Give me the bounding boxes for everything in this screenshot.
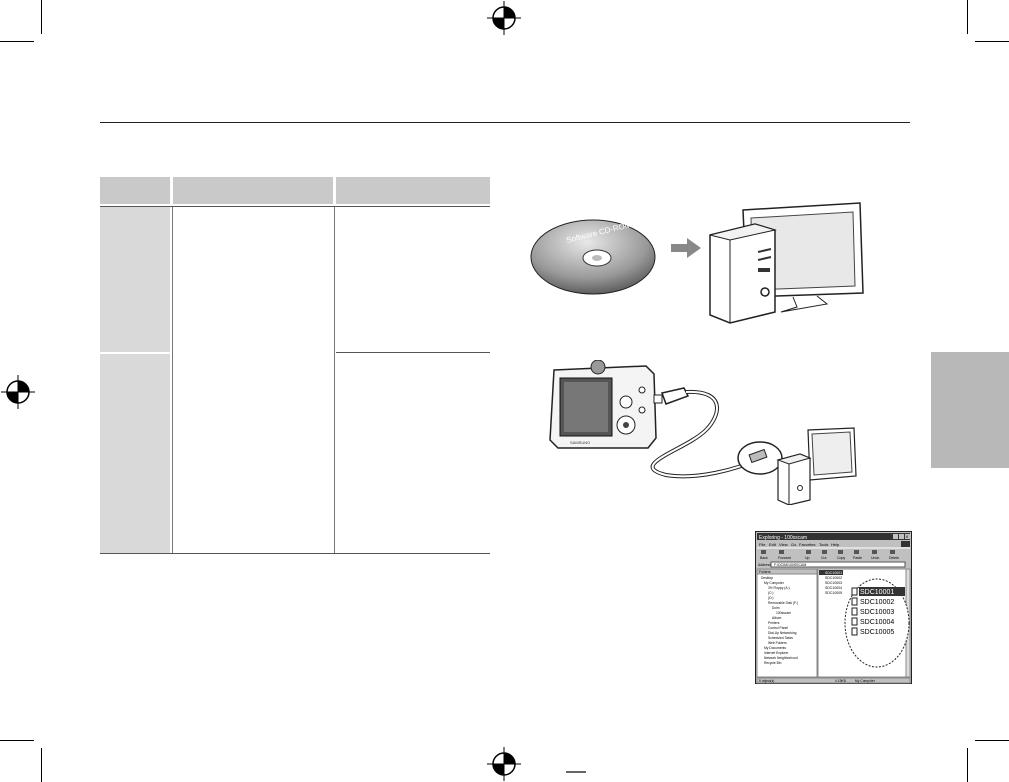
address-label: Address xyxy=(758,563,771,567)
menu-item[interactable]: Tools xyxy=(819,542,828,547)
cd-insert-illustration: Software CD-ROM xyxy=(530,202,864,324)
status-object-count: 5 object(s) xyxy=(759,679,774,683)
close-button[interactable] xyxy=(905,534,910,539)
file-item[interactable]: SDC10004 xyxy=(825,586,842,590)
table-divider xyxy=(172,207,173,553)
table-rule xyxy=(100,352,170,354)
crop-mark xyxy=(967,748,968,782)
arrow-right-icon xyxy=(671,238,701,258)
tree-item: Network Neighborhood xyxy=(764,656,798,660)
tree-item: Control Panel xyxy=(768,626,788,630)
toolbar-button[interactable]: Paste xyxy=(853,556,862,560)
zoom-file-item: SDC10005 xyxy=(860,629,894,636)
status-size: 4.19KB xyxy=(835,679,847,683)
crop-mark xyxy=(967,0,968,34)
digital-camera-icon: SAMSUNG xyxy=(549,360,657,449)
tree-item: Desktop xyxy=(761,576,773,580)
page-mark xyxy=(566,771,586,773)
toolbar-button[interactable]: Copy xyxy=(837,556,845,560)
zoom-file-item: SDC10002 xyxy=(860,599,894,606)
camera-brand: SAMSUNG xyxy=(570,440,590,445)
menu-item[interactable]: Edit xyxy=(769,542,777,547)
maximize-button[interactable] xyxy=(899,534,904,539)
toolbar-button[interactable]: Delete xyxy=(889,556,899,560)
crop-mark xyxy=(0,740,34,741)
toolbar-button[interactable]: Forward xyxy=(778,556,791,560)
table-rule xyxy=(100,553,490,554)
registration-mark-icon xyxy=(487,1,521,35)
menu-item[interactable]: Favorites xyxy=(799,542,815,547)
tree-item: Internet Explorer xyxy=(764,651,789,655)
close-icon: × xyxy=(906,535,909,541)
crop-mark xyxy=(0,41,34,42)
address-input[interactable] xyxy=(770,561,906,568)
zoom-callout xyxy=(844,578,910,668)
registration-mark-icon xyxy=(1,375,35,409)
chapter-tab xyxy=(931,352,1009,468)
tree-item: My Documents xyxy=(764,646,786,650)
table-rule xyxy=(100,206,490,207)
toolbar-button[interactable]: Cut xyxy=(821,556,826,560)
folder-tree[interactable] xyxy=(756,573,818,678)
window-title: Exploring - 100sscam xyxy=(759,535,807,541)
tree-item: Recycle Bin xyxy=(764,661,782,665)
crop-mark xyxy=(41,748,42,782)
crop-mark xyxy=(975,740,1009,741)
folders-label: Folders xyxy=(759,570,771,574)
crop-mark xyxy=(975,41,1009,42)
table-header-cell xyxy=(100,177,170,204)
menu-item[interactable]: File xyxy=(759,542,766,547)
zoom-file-item: SDC10003 xyxy=(860,609,894,616)
menu-item[interactable]: Help xyxy=(831,542,840,547)
zoom-file-item: SDC10001 xyxy=(860,589,894,596)
file-item[interactable]: SDC10001 xyxy=(825,571,842,575)
tree-item: Removable Disk (F:) xyxy=(768,601,798,605)
toolbar-button[interactable]: Back xyxy=(760,556,768,560)
toolbar: Back Forward Up Cut Copy Paste Undo Dele… xyxy=(760,556,899,560)
tree-item: Scheduled Tasks xyxy=(768,636,793,640)
menu-bar: File Edit View Go Favorites Tools Help xyxy=(759,542,840,547)
table-rule xyxy=(336,352,490,353)
tree-item: Dcim xyxy=(772,606,780,610)
toolbar-button[interactable]: Undo xyxy=(871,556,879,560)
crop-mark xyxy=(41,0,42,34)
file-item[interactable]: SDC10003 xyxy=(825,581,842,585)
table-label-column xyxy=(100,207,170,553)
menu-item[interactable]: Go xyxy=(791,542,797,547)
tree-item: Printers xyxy=(768,621,780,625)
table-divider xyxy=(334,207,335,553)
tree-item: 3½ Floppy (A:) xyxy=(768,586,790,590)
header-rule xyxy=(100,122,910,123)
tree-item: 100sscam xyxy=(776,611,791,615)
tree-item: Web Folders xyxy=(768,641,787,645)
tree-item: (D:) xyxy=(768,596,774,600)
status-location: My Computer xyxy=(855,679,876,683)
toolbar-button[interactable]: Up xyxy=(805,556,810,560)
registration-mark-icon xyxy=(487,747,521,781)
tree-item: Album xyxy=(772,616,782,620)
address-value: F:\DCIM\100SSCAM xyxy=(774,563,806,567)
table-header-cell xyxy=(173,177,333,204)
menu-item[interactable]: View xyxy=(779,542,788,547)
usb-cable-icon xyxy=(650,387,783,479)
desktop-computer-icon xyxy=(709,202,864,324)
explorer-window-illustration: Exploring - 100sscam × File Edit View Go… xyxy=(755,531,912,684)
table-header-cell xyxy=(336,177,490,204)
zoom-file-item: SDC10004 xyxy=(860,619,894,626)
usb-connection-illustration: SAMSUNG xyxy=(549,360,857,505)
tree-item: (C:) xyxy=(768,591,774,595)
minimize-button[interactable] xyxy=(893,534,898,539)
cd-rom-icon: Software CD-ROM xyxy=(530,219,656,295)
tree-item: Dial-Up Networking xyxy=(768,631,797,635)
file-item[interactable]: SDC10005 xyxy=(825,591,842,595)
desktop-computer-icon xyxy=(776,427,857,505)
tree-item: My Computer xyxy=(764,581,785,585)
file-item[interactable]: SDC10002 xyxy=(825,576,842,580)
